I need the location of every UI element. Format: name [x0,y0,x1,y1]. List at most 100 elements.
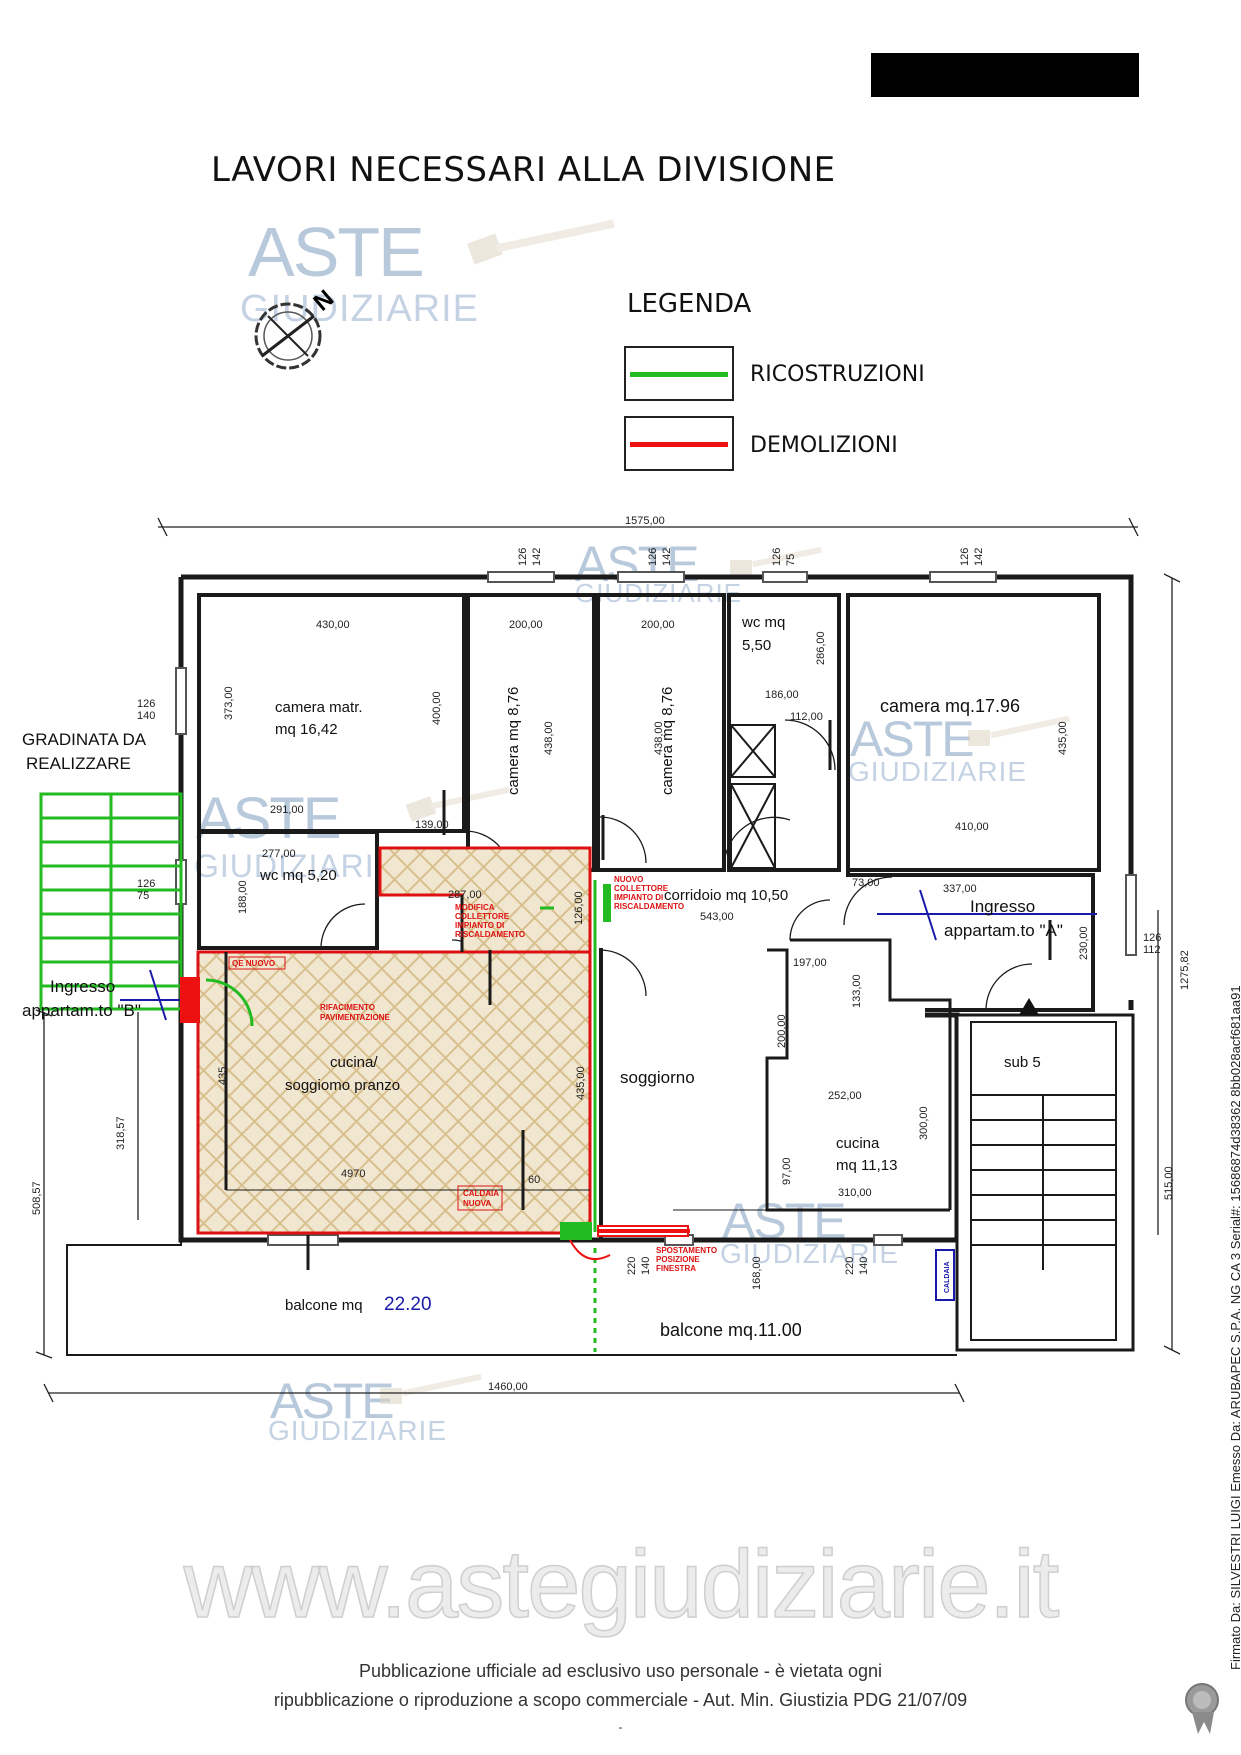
note-ingresso-a-2: appartam.to "A" [944,921,1063,940]
legend-swatch-ricostruzioni [624,346,734,401]
note-rifacimento-2: PAVIMENTAZIONE [320,1013,390,1022]
note-spostamento-3: FINESTRA [656,1264,696,1273]
dim-97: 97,00 [781,1157,793,1185]
dim-230: 230,00 [1078,926,1090,960]
dim-kit1-w: 4970 [341,1168,365,1180]
note-caldaia: CALDAIA [944,1262,951,1294]
room-cucina1: cucina/ [330,1054,378,1071]
up-arrow-icon [1019,998,1039,1015]
footer-dash: - [618,1720,623,1734]
note-caldaia-nuova-2: NUOVA [463,1199,492,1208]
room-sub5: sub 5 [1004,1054,1041,1071]
dim-camera2-h: 438,00 [653,721,665,755]
dim-200: 200,00 [776,1014,788,1048]
dim-balc-c: 220 [844,1257,856,1275]
dim-133: 133,00 [851,974,863,1008]
note-modifica-1: MODIFICA [455,903,495,912]
dim-kit2-w: 252,00 [828,1090,862,1102]
dim-197: 197,00 [793,957,827,969]
dim-60: 60 [528,1174,540,1186]
legend-line-red [630,442,728,447]
dim-win6-a: 126 [137,878,155,890]
dim-287: 287,00 [448,889,482,901]
note-gradinata-1: GRADINATA DA [22,730,147,749]
dim-corr-w: 543,00 [700,911,734,923]
dim-126: 126,00 [573,891,585,925]
redaction-block [871,53,1139,97]
room-camera3: camera mq.17.96 [880,696,1020,716]
compass-letter: N [309,285,340,317]
dim-kit1-h2: 435 [217,1067,229,1085]
note-spostamento-1: SPOSTAMENTO [656,1246,717,1255]
room-balcone1-mq: 22.20 [384,1294,432,1315]
dim-win4-a: 126 [771,548,783,566]
note-ingresso-b-1: Ingresso [50,977,115,996]
demolition-door-icon [180,977,200,1023]
dim-right-inner: 515,00 [1163,1166,1175,1200]
room-wc2-mq: 5,50 [742,637,771,654]
note-nuovo-coll-2: COLLETTORE [614,884,669,893]
window-move-arrow [569,1239,611,1260]
note-nuovo-coll-1: NUOVO [614,875,643,884]
seal-icon [1185,1683,1219,1734]
room-cucina1-b: soggiomo pranzo [285,1077,400,1094]
note-qe-nuovo: QE NUOVO [232,959,275,968]
legend-label-ricostruzioni: RICOSTRUZIONI [750,362,925,387]
dim-camera1-h: 438,00 [543,721,555,755]
note-modifica-2: COLLETTORE [455,912,510,921]
room-wc2: wc mq [741,614,785,631]
dim-camera1-w: 200,00 [509,619,543,631]
note-ingresso-b-2: appartam.to "B" [22,1001,141,1020]
note-caldaia-nuova-1: CALDAIA [463,1189,499,1198]
dim-win7-a: 126 [1143,932,1161,944]
watermark-url: www.astegiudiziarie.it [183,1530,1060,1639]
dim-bottom-total: 1460,00 [488,1381,528,1393]
dim-win2-b: 142 [531,548,543,566]
dim-win1-b: 140 [137,710,155,722]
dim-left-inner: 318,57 [115,1116,127,1150]
room-wc1: wc mq 5,20 [259,867,337,884]
room-cucina2: cucina [836,1135,880,1152]
dim-73: 73,00 [852,877,880,889]
dim-kit1-h: 435,00 [575,1066,587,1100]
dim-win4-b: 75 [785,554,797,566]
note-nuovo-coll-4: RISCALDAMENTO [614,902,684,911]
dim-top-total: 1575,00 [625,515,665,527]
dim-door-112: 112,00 [790,711,823,723]
legend-line-green [630,372,728,377]
note-ingresso-a-1: Ingresso [970,897,1035,916]
dim-camera3-w: 410,00 [955,821,989,833]
room-cucina2-mq: mq 11,13 [836,1157,897,1174]
dim-camera-matr-w: 430,00 [316,619,350,631]
watermark-sub: GIUDIZIARIE [720,1238,900,1269]
room-corridoio: corridoio mq 10,50 [664,887,788,904]
dim-139: 139,00 [415,819,449,831]
dim-win3-b: 142 [661,548,673,566]
watermark-brand: ASTE [850,711,975,767]
dim-camera2-w: 200,00 [641,619,675,631]
watermark-sub: GIUDIZIARIE [848,756,1028,787]
watermark-sub: GIUDIZIARIE [194,848,398,884]
dim-337: 337,00 [943,883,977,895]
room-balcone2: balcone mq.11.00 [660,1320,802,1340]
dim-wc1-h: 188,00 [237,880,249,914]
dim-camera-matr-w2: 291,00 [270,804,304,816]
footer-line-1: Pubblicazione ufficiale ad esclusivo uso… [359,1661,882,1681]
new-door-arc [205,978,254,1027]
compass-icon [254,302,322,370]
room-balcone1: balcone mq [285,1297,363,1314]
note-modifica-4: RISCALDAMENTO [455,930,525,939]
dim-camera-matr-h2: 400,00 [431,691,443,725]
room-camera-matr-mq: mq 16,42 [275,721,338,738]
dim-kit2-h: 300,00 [918,1106,930,1140]
dim-wc2-w: 186,00 [765,689,799,701]
note-rifacimento-1: RIFACIMENTO [320,1003,375,1012]
page-title: LAVORI NECESSARI ALLA DIVISIONE [211,150,836,190]
dim-camera-matr-h: 373,00 [223,686,235,720]
dim-balc-b: 140 [640,1257,652,1275]
footer-line-2: ripubblicazione o riproduzione a scopo c… [273,1690,968,1710]
dim-right-total: 1275,82 [1179,950,1191,990]
legend-title: LEGENDA [627,289,752,319]
room-camera1: camera mq 8,76 [505,687,522,795]
note-gradinata-2: REALIZZARE [26,754,131,773]
